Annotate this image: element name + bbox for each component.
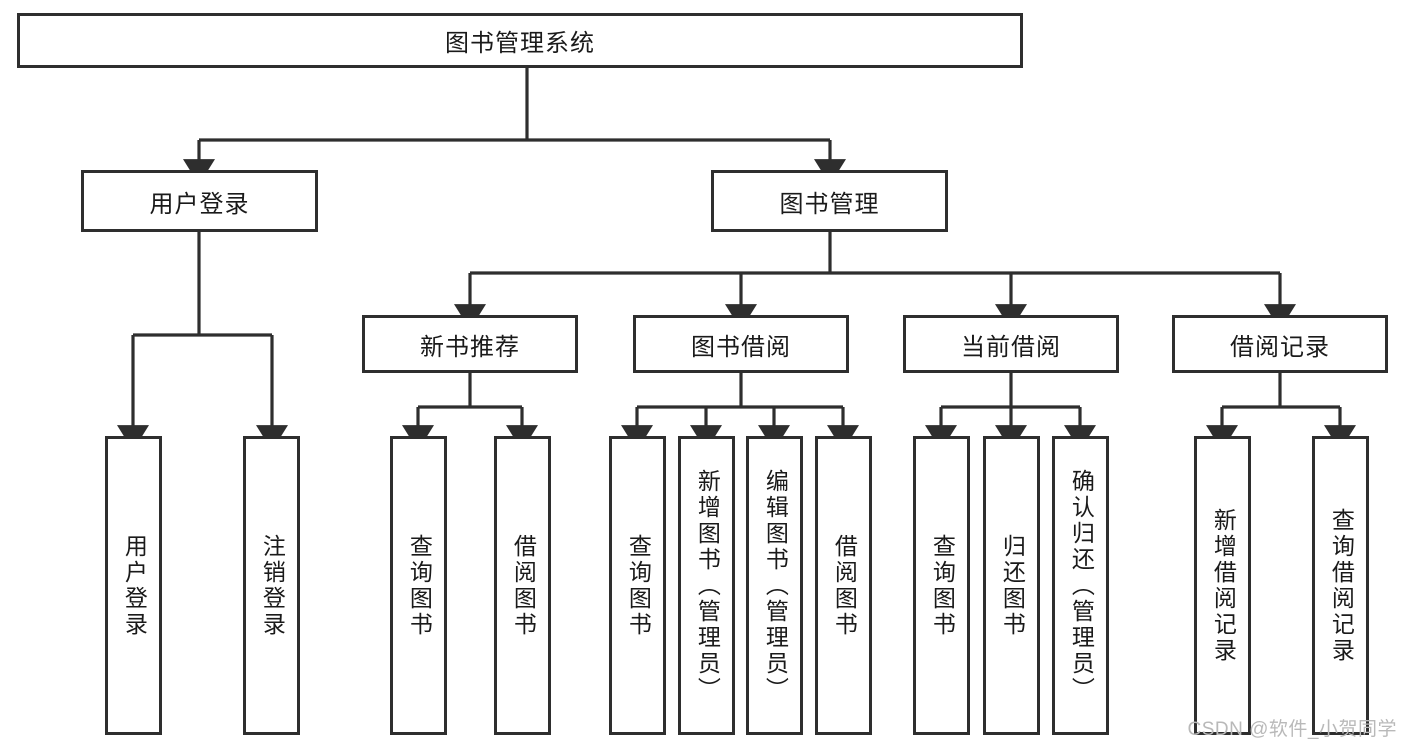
node-user-login[interactable]: 用户登录	[81, 170, 318, 232]
watermark: CSDN @软件_小贺同学	[1187, 719, 1397, 740]
node-label: 确认归还（管理员）	[1068, 468, 1095, 703]
node-label: 新增图书（管理员）	[694, 468, 721, 703]
leaf-logout[interactable]: 注销登录	[243, 436, 300, 735]
node-label: 图书借阅	[691, 333, 791, 361]
node-label: 借阅记录	[1230, 333, 1330, 361]
node-label: 归还图书	[999, 533, 1026, 638]
node-label: 借阅图书	[510, 533, 537, 638]
node-label: 借阅图书	[831, 533, 858, 638]
leaf-edit-book-admin[interactable]: 编辑图书（管理员）	[746, 436, 803, 735]
node-root[interactable]: 图书管理系统	[17, 13, 1023, 68]
leaf-return-book[interactable]: 归还图书	[983, 436, 1040, 735]
node-label: 查询图书	[625, 533, 652, 638]
leaf-borrow-book[interactable]: 借阅图书	[815, 436, 872, 735]
node-label: 编辑图书（管理员）	[762, 468, 789, 703]
node-label: 用户登录	[149, 190, 250, 218]
leaf-borrow-book-recommend[interactable]: 借阅图书	[494, 436, 551, 735]
node-label: 图书管理	[779, 190, 880, 218]
node-label: 图书管理系统	[445, 30, 595, 57]
node-label: 查询图书	[929, 533, 956, 638]
leaf-query-borrow-record[interactable]: 查询借阅记录	[1312, 436, 1369, 735]
node-label: 查询借阅记录	[1328, 507, 1355, 664]
leaf-add-borrow-record[interactable]: 新增借阅记录	[1194, 436, 1251, 735]
leaf-query-book-recommend[interactable]: 查询图书	[390, 436, 447, 735]
leaf-query-book-current[interactable]: 查询图书	[913, 436, 970, 735]
leaf-user-login[interactable]: 用户登录	[105, 436, 162, 735]
node-label: 用户登录	[121, 533, 148, 638]
node-current-borrow[interactable]: 当前借阅	[903, 315, 1119, 373]
node-label: 当前借阅	[961, 333, 1061, 361]
node-new-book-recommend[interactable]: 新书推荐	[362, 315, 578, 373]
leaf-query-book-borrow[interactable]: 查询图书	[609, 436, 666, 735]
node-label: 注销登录	[259, 533, 286, 638]
node-book-borrow[interactable]: 图书借阅	[633, 315, 849, 373]
node-label: 新书推荐	[420, 333, 520, 361]
leaf-confirm-return-admin[interactable]: 确认归还（管理员）	[1052, 436, 1109, 735]
leaf-add-book-admin[interactable]: 新增图书（管理员）	[678, 436, 735, 735]
node-label: 新增借阅记录	[1210, 507, 1237, 664]
node-borrow-records[interactable]: 借阅记录	[1172, 315, 1388, 373]
node-label: 查询图书	[406, 533, 433, 638]
node-book-management[interactable]: 图书管理	[711, 170, 948, 232]
